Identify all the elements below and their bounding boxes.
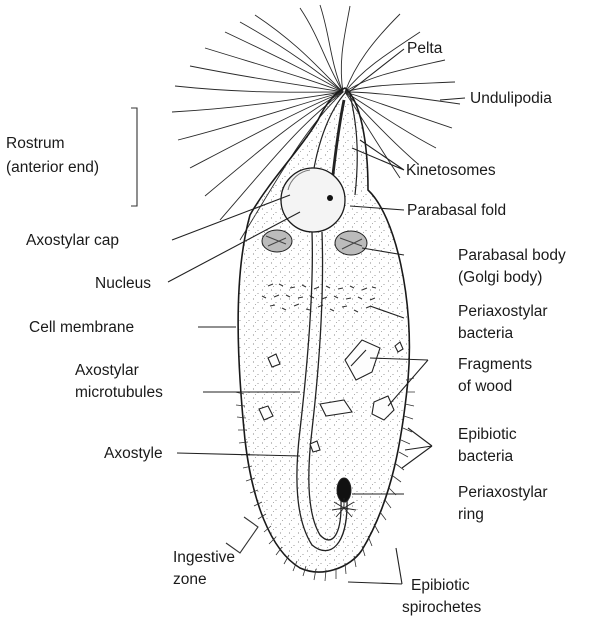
- label-parabasal-body-sub: (Golgi body): [458, 269, 542, 286]
- label-epibiotic-spirochetes-sub: spirochetes: [402, 599, 482, 616]
- label-pelta: Pelta: [407, 40, 443, 57]
- label-rostrum-sub: (anterior end): [6, 159, 99, 176]
- label-axostylar-microtubules-sub: microtubules: [75, 384, 163, 401]
- label-epibiotic-bacteria: Epibiotic: [458, 426, 517, 443]
- label-periaxostylar-bacteria: Periaxostylar: [458, 303, 548, 320]
- label-ingestive-zone-sub: zone: [173, 571, 207, 588]
- label-periaxostylar-ring: Periaxostylar: [458, 484, 548, 501]
- label-nucleus: Nucleus: [95, 275, 151, 292]
- label-periaxostylar-ring-sub: ring: [458, 506, 484, 523]
- label-epibiotic-spirochetes: Epibiotic: [411, 577, 470, 594]
- label-parabasal-fold: Parabasal fold: [407, 202, 506, 219]
- label-axostylar-cap: Axostylar cap: [26, 232, 119, 249]
- label-fragments-of-wood-sub: of wood: [458, 378, 512, 395]
- label-epibiotic-bacteria-sub: bacteria: [458, 448, 514, 465]
- cell-body: [238, 88, 409, 572]
- label-kinetosomes: Kinetosomes: [406, 162, 496, 179]
- label-parabasal-body: Parabasal body: [458, 247, 566, 264]
- label-axostylar-microtubules: Axostylar: [75, 362, 139, 379]
- nucleus: [281, 168, 345, 232]
- label-periaxostylar-bacteria-sub: bacteria: [458, 325, 514, 342]
- label-ingestive-zone: Ingestive: [173, 549, 235, 566]
- label-undulipodia: Undulipodia: [470, 90, 552, 107]
- label-cell-membrane: Cell membrane: [29, 319, 134, 336]
- label-axostyle: Axostyle: [104, 445, 163, 462]
- label-rostrum: Rostrum: [6, 135, 65, 152]
- label-fragments-of-wood: Fragments: [458, 356, 532, 373]
